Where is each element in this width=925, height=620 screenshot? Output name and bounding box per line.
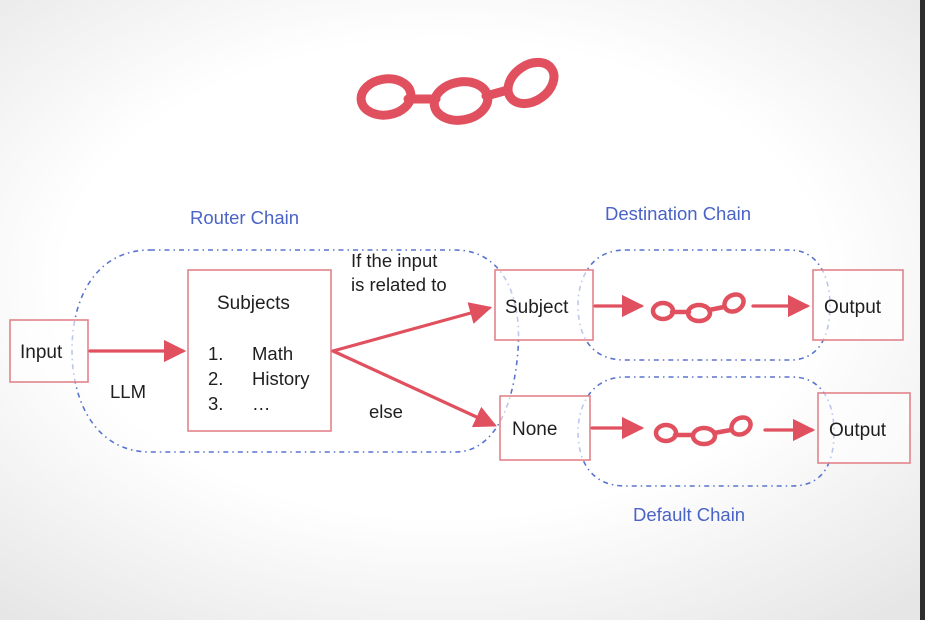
- chain-logo-icon: [356, 57, 559, 125]
- subject-label: Subject: [505, 297, 569, 318]
- router-chain-label: Router Chain: [190, 207, 300, 228]
- default-chain-label: Default Chain: [633, 504, 746, 525]
- none-box: [499, 395, 591, 461]
- output-top-box: [812, 269, 904, 341]
- default-chain-icon: [653, 415, 753, 447]
- destination-chain-label: Destination Chain: [605, 203, 752, 224]
- router-chain-region: [71, 249, 520, 453]
- subjects-list: 1.Math 2.History 3.…: [208, 341, 310, 416]
- subjects-title: Subjects: [217, 293, 290, 314]
- arrow-subjects-to-subject: [331, 302, 493, 353]
- input-label: Input: [20, 342, 63, 363]
- output-bottom-label: Output: [829, 420, 887, 441]
- list-item: 2.History: [208, 368, 310, 389]
- window-edge: [920, 0, 925, 620]
- subject-box: [494, 269, 594, 341]
- list-item: 3.…: [208, 393, 271, 414]
- none-label: None: [512, 419, 558, 440]
- subjects-box: [187, 269, 332, 432]
- output-bottom-box: [817, 392, 911, 464]
- else-label: else: [369, 401, 403, 422]
- condition-line2: is related to: [351, 274, 447, 295]
- output-top-label: Output: [824, 297, 882, 318]
- condition-line1: If the input: [351, 250, 438, 271]
- llm-label: LLM: [110, 381, 146, 402]
- arrow-subjects-to-none: [331, 349, 497, 428]
- input-box: [9, 319, 89, 383]
- default-chain-region: [577, 376, 835, 487]
- list-item: 1.Math: [208, 343, 294, 364]
- destination-chain-icon: [650, 292, 746, 324]
